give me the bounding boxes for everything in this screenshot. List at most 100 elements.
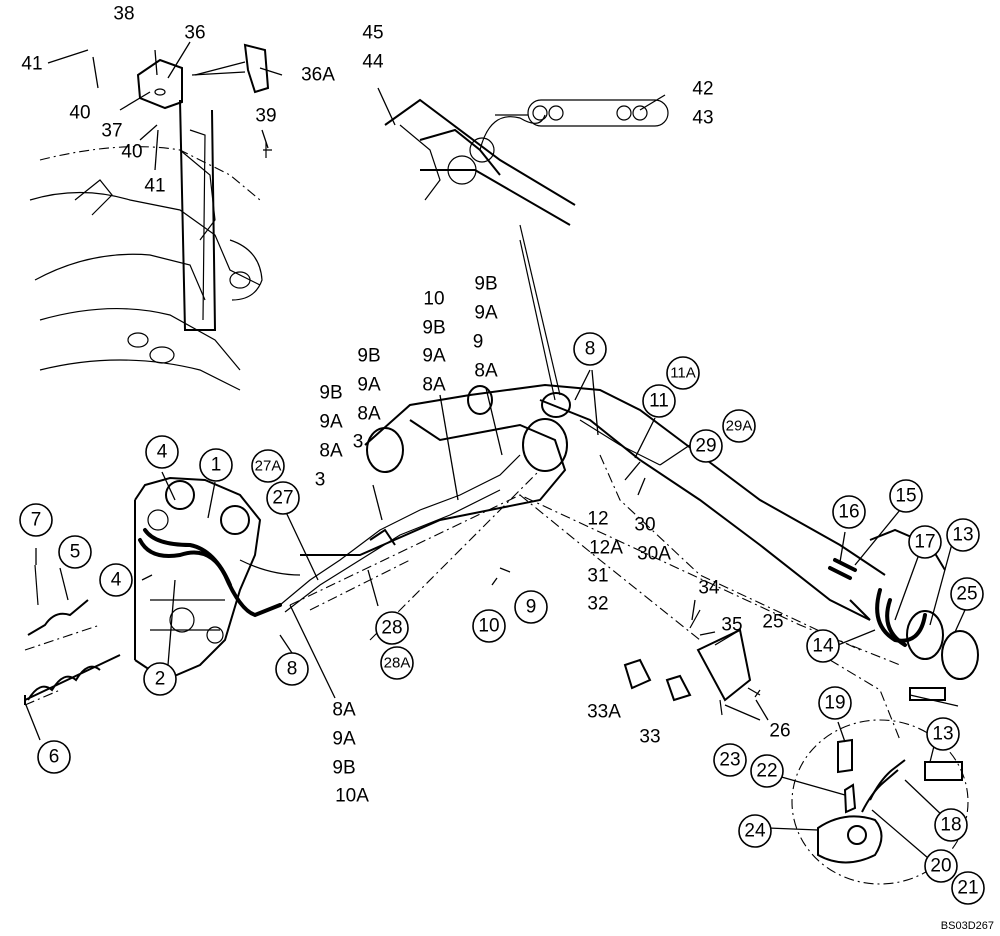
label-41-mid: 41 — [144, 176, 165, 197]
label-stack-3-line-1: 10 — [423, 289, 444, 310]
svg-text:14: 14 — [812, 636, 834, 657]
label-stack-3-line-2: 9B — [422, 318, 445, 339]
label-stack-7-line-2: 9A — [332, 729, 356, 750]
svg-text:24: 24 — [744, 821, 766, 842]
label-33A: 33A — [587, 702, 621, 723]
callout-11: 11 — [642, 384, 676, 418]
label-stack-1-line-3: 8A — [319, 441, 343, 462]
label-38: 38 — [113, 4, 134, 25]
callout-24: 24 — [738, 814, 772, 848]
label-stack-1-line-2: 9A — [319, 412, 343, 433]
callout-25: 25 — [950, 577, 984, 611]
callout-11A: 11A — [666, 356, 700, 390]
leader-lines — [25, 41, 966, 859]
frame-inset-drawing — [29, 43, 272, 391]
svg-text:19: 19 — [824, 693, 845, 714]
callout-4-top: 4 — [145, 435, 179, 469]
label-stack-7-line-3: 9B — [332, 758, 355, 779]
svg-text:29A: 29A — [726, 418, 753, 435]
svg-text:21: 21 — [957, 878, 978, 899]
label-43: 43 — [692, 108, 713, 129]
callout-13-lower: 13 — [926, 717, 960, 751]
callout-17: 17 — [908, 525, 942, 559]
label-stack-4-line-4: 8A — [474, 361, 498, 382]
callout-27: 27 — [266, 481, 300, 515]
label-stack-5-line-1: 12 — [587, 509, 608, 530]
label-36A: 36A — [301, 65, 335, 86]
callout-5: 5 — [58, 535, 92, 569]
callout-28: 28 — [375, 611, 409, 645]
label-41-top: 41 — [21, 54, 42, 75]
svg-text:17: 17 — [914, 532, 935, 553]
svg-text:23: 23 — [719, 750, 740, 771]
callout-21: 21 — [951, 871, 985, 905]
label-39: 39 — [255, 106, 276, 127]
callout-19: 19 — [818, 686, 852, 720]
svg-text:20: 20 — [930, 856, 951, 877]
svg-text:15: 15 — [895, 486, 916, 507]
svg-text:28A: 28A — [384, 655, 411, 672]
callout-6: 6 — [37, 740, 71, 774]
label-36: 36 — [184, 23, 205, 44]
callout-7: 7 — [19, 503, 53, 537]
label-stack-3-line-3: 9A — [422, 346, 446, 367]
callout-8-bottom: 8 — [275, 652, 309, 686]
boom-head-drawing — [384, 98, 669, 226]
label-stack-4-line-2: 9A — [474, 303, 498, 324]
svg-text:9: 9 — [526, 597, 537, 618]
callout-8-top: 8 — [573, 332, 607, 366]
svg-text:1: 1 — [211, 455, 222, 476]
label-stack-4-line-1: 9B — [474, 274, 497, 295]
label-stack-2-line-1: 9B — [357, 346, 380, 367]
label-40-top: 40 — [69, 103, 90, 124]
label-stack-5-line-3: 31 — [587, 566, 608, 587]
svg-text:8: 8 — [287, 659, 298, 680]
callout-14: 14 — [806, 629, 840, 663]
label-stack-5-line-2: 12A — [589, 538, 623, 559]
svg-text:8: 8 — [585, 339, 596, 360]
svg-text:4: 4 — [111, 570, 122, 591]
label-42: 42 — [692, 79, 713, 100]
callout-28A: 28A — [380, 646, 414, 680]
label-stack-7-line-4: 10A — [335, 786, 369, 807]
label-stack-2-line-4: 3 — [353, 432, 364, 453]
label-stack-6-line-2: 30A — [637, 544, 671, 565]
callout-16: 16 — [832, 495, 866, 529]
svg-text:25: 25 — [956, 584, 977, 605]
label-33: 33 — [639, 727, 660, 748]
svg-text:13: 13 — [932, 724, 953, 745]
callout-13-right: 13 — [946, 518, 980, 552]
svg-text:13: 13 — [952, 525, 973, 546]
svg-text:11A: 11A — [670, 365, 696, 382]
valve-detail-drawing — [623, 609, 969, 885]
label-stack-1-line-4: 3 — [315, 470, 326, 491]
callout-18: 18 — [934, 808, 968, 842]
callout-20: 20 — [924, 849, 958, 883]
label-stack-3-line-4: 8A — [422, 375, 446, 396]
label-stack-2-line-3: 8A — [357, 404, 381, 425]
svg-text:6: 6 — [49, 747, 60, 768]
callout-2: 2 — [143, 662, 177, 696]
svg-text:5: 5 — [70, 542, 81, 563]
label-37: 37 — [101, 121, 122, 142]
svg-text:27: 27 — [272, 488, 293, 509]
callout-15: 15 — [889, 479, 923, 513]
label-35: 35 — [721, 615, 742, 636]
label-45: 45 — [362, 23, 383, 44]
diagram-code: BS03D267 — [940, 920, 994, 932]
part-number-labels: 38 36 36A 41 40 37 40 41 39 45 44 42 43 … — [21, 4, 790, 807]
svg-text:7: 7 — [31, 510, 42, 531]
svg-text:18: 18 — [940, 815, 961, 836]
label-stack-2-line-2: 9A — [357, 375, 381, 396]
svg-text:2: 2 — [155, 669, 166, 690]
svg-text:27A: 27A — [255, 458, 282, 475]
callout-bubbles: 1 2 4 4 5 6 7 8 8 9 10 11 11A 13 13 14 1… — [19, 332, 985, 905]
svg-text:28: 28 — [381, 618, 402, 639]
boom-drawing — [24, 224, 901, 741]
label-stack-6-line-1: 30 — [634, 515, 655, 536]
callout-9: 9 — [514, 590, 548, 624]
label-44: 44 — [362, 52, 384, 73]
svg-text:11: 11 — [649, 391, 669, 412]
callout-23: 23 — [713, 743, 747, 777]
label-26-lower: 26 — [769, 721, 790, 742]
